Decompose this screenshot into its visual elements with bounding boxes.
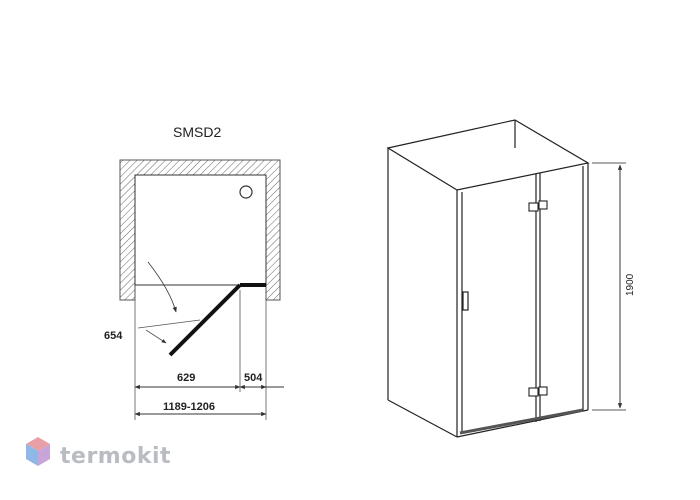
logo-cube-left: [26, 444, 38, 466]
plan-view: SMSD2 654 629 504 1189-1206: [104, 124, 284, 420]
bottom-profile: [459, 408, 584, 435]
logo-cube-right: [38, 444, 50, 466]
wall-hatched: [119, 159, 281, 301]
hinge-top-b: [538, 200, 548, 210]
dim-door-panel: 629: [177, 372, 195, 384]
top-outline: [386, 119, 590, 191]
hinge-top: [528, 202, 539, 212]
door-open: [168, 283, 242, 357]
hinge-bottom-b: [538, 386, 548, 396]
drain-icon: [239, 185, 253, 199]
termokit-logo: termokit: [26, 437, 171, 469]
bottom-left: [387, 399, 458, 438]
perspective-view: [386, 119, 626, 438]
dim-total-width: 1189-1206: [163, 401, 215, 413]
dim-door-swing: 654: [104, 330, 123, 342]
dim-height: 1900: [625, 273, 636, 296]
dim-fixed-panel: 504: [244, 372, 263, 384]
brand-name: termokit: [60, 444, 171, 469]
door-handle: [462, 291, 469, 311]
hinge-bottom: [528, 387, 539, 397]
ext-line: [137, 319, 201, 329]
model-label: SMSD2: [173, 124, 221, 140]
door-swing-arc: [147, 261, 177, 313]
ext-line: [145, 329, 167, 344]
